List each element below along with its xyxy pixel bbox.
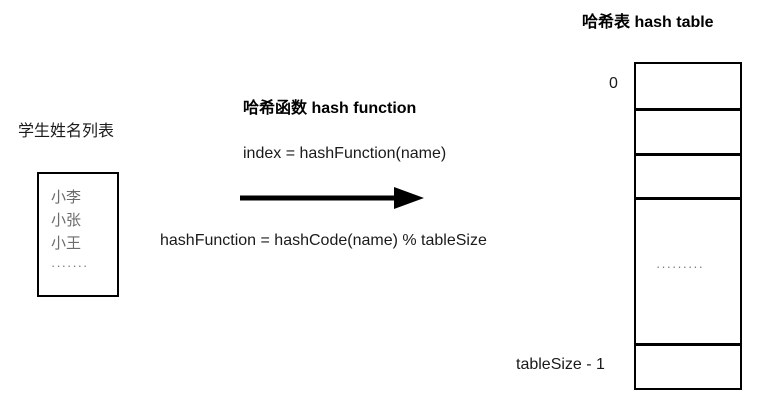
hash-table-cell-ellipsis: ········· (656, 259, 704, 274)
flow-arrow-right-icon (240, 187, 424, 209)
hash-function-heading: 哈希函数 hash function (243, 100, 417, 117)
hash-table-first-index-label: 0 (609, 75, 618, 92)
hash-table-cell (634, 109, 742, 155)
hash-table-cell (634, 344, 742, 390)
list-ellipsis: ······· (51, 258, 89, 273)
hash-table-last-index-label: tableSize - 1 (516, 356, 605, 373)
hash-table-cell (634, 154, 742, 199)
hash-table-cell-continuation: ········· (634, 198, 742, 345)
hash-function-formula: hashFunction = hashCode(name) % tableSiz… (160, 232, 487, 249)
student-name-list-label: 学生姓名列表 (18, 123, 115, 140)
student-name-list-box: 小李 小张 小王 ······· (37, 172, 119, 297)
list-item: 小王 (51, 235, 82, 252)
list-item: 小张 (51, 212, 82, 229)
hash-table-bucket-array: ········· (634, 62, 742, 390)
student-name-items: 小李 小张 小王 ······· (51, 186, 88, 277)
hash-function-index-expression: index = hashFunction(name) (243, 145, 447, 162)
hash-table-title: 哈希表 hash table (582, 14, 714, 31)
hash-table-cell (634, 62, 742, 110)
list-item: 小李 (51, 189, 82, 206)
